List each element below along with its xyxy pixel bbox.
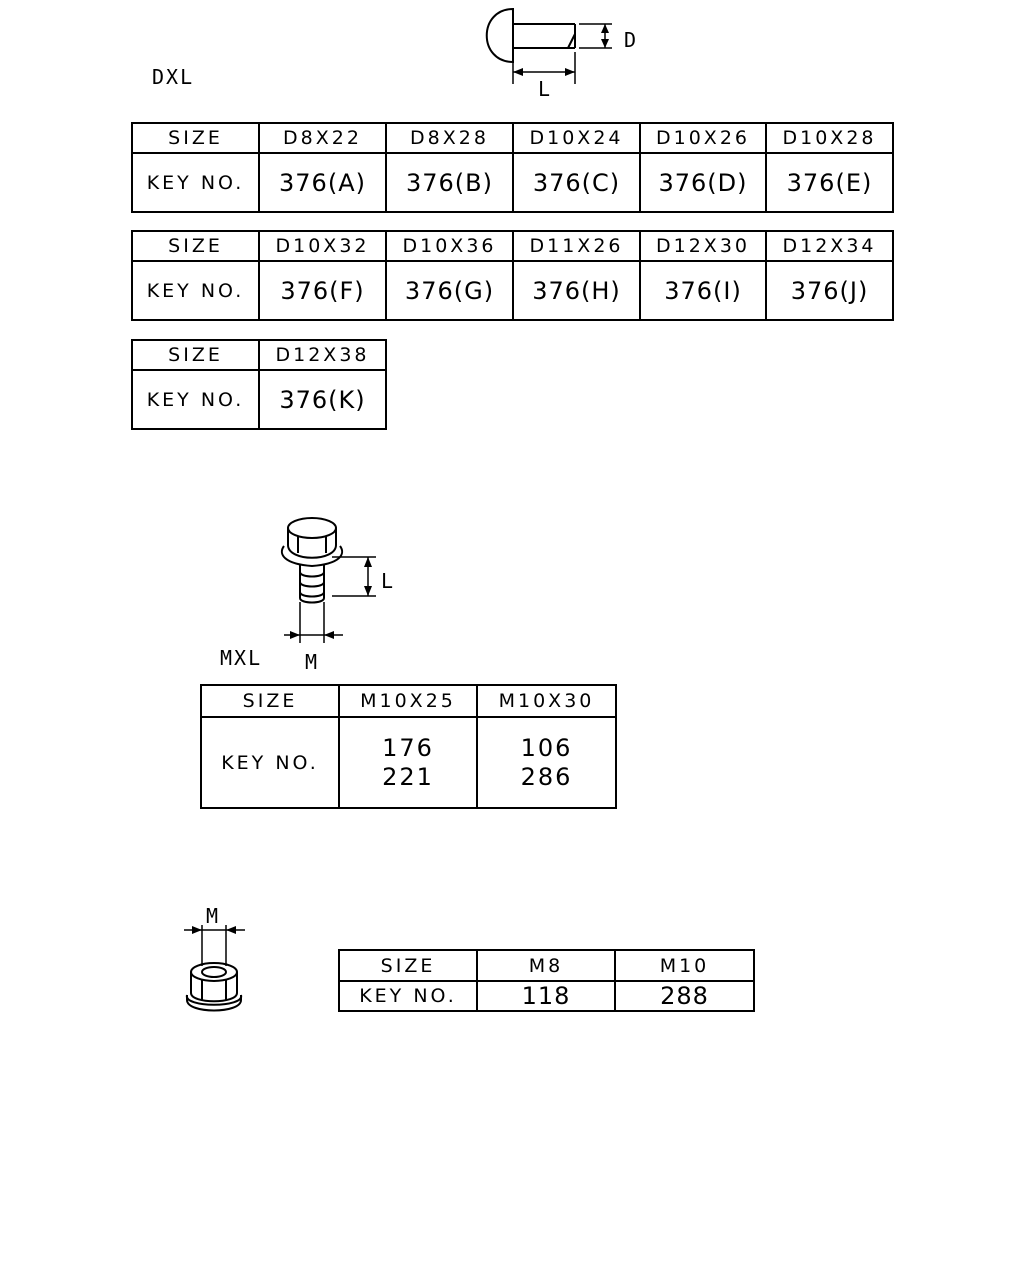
rivet-caption: DXL	[152, 65, 195, 89]
key-no-cell: 376(H)	[512, 260, 641, 321]
size-cell: D10X36	[385, 230, 514, 262]
key-no-cell: 376(J)	[765, 260, 894, 321]
size-header: SIZE	[131, 122, 260, 154]
size-cell: D10X28	[765, 122, 894, 154]
key-no-value: 106	[520, 733, 573, 762]
nut-dim-m-label: M	[206, 904, 221, 928]
bolt-dim-l-label: L	[381, 569, 396, 593]
size-cell: M10	[614, 949, 755, 982]
size-cell: M8	[476, 949, 616, 982]
size-cell: D10X32	[258, 230, 387, 262]
size-cell: D8X28	[385, 122, 514, 154]
key-no-cell: 118	[476, 980, 616, 1012]
size-cell: M10X25	[338, 684, 478, 718]
size-cell: D8X22	[258, 122, 387, 154]
nut-size-table: SIZE M8 M10 KEY NO. 118 288	[338, 949, 755, 1012]
bolt-size-table: SIZE M10X25 M10X30 KEY NO. 176 221 106 2…	[200, 684, 617, 809]
rivet-icon	[485, 7, 612, 84]
size-cell: D12X30	[639, 230, 767, 262]
size-cell: D10X24	[512, 122, 641, 154]
size-cell: M10X30	[476, 684, 617, 718]
key-no-header: KEY NO.	[131, 152, 260, 213]
key-no-cell: 176 221	[338, 716, 478, 809]
key-no-cell: 376(F)	[258, 260, 387, 321]
flange-nut-icon	[184, 925, 245, 1012]
key-no-header: KEY NO.	[131, 369, 260, 430]
size-cell: D10X26	[639, 122, 767, 154]
key-no-cell: 376(C)	[512, 152, 641, 213]
rivet-dim-l-label: L	[538, 77, 553, 101]
rivet-dim-d-label: D	[624, 28, 639, 52]
size-cell: D12X34	[765, 230, 894, 262]
key-no-value: 176	[382, 733, 434, 762]
key-no-cell: 376(D)	[639, 152, 767, 213]
key-no-cell: 376(K)	[258, 369, 387, 430]
flange-bolt-icon	[280, 517, 376, 643]
key-no-cell: 376(I)	[639, 260, 767, 321]
key-no-header: KEY NO.	[131, 260, 260, 321]
key-no-cell: 376(B)	[385, 152, 514, 213]
key-no-cell: 376(E)	[765, 152, 894, 213]
key-no-cell: 106 286	[476, 716, 617, 809]
size-cell: D11X26	[512, 230, 641, 262]
bolt-dim-m-label: M	[305, 650, 320, 674]
rivet-size-table-3: SIZE D12X38 KEY NO. 376(K)	[131, 339, 387, 430]
size-header: SIZE	[200, 684, 340, 718]
key-no-value: 221	[382, 762, 434, 791]
key-no-header: KEY NO.	[200, 716, 340, 809]
size-header: SIZE	[338, 949, 478, 982]
size-header: SIZE	[131, 230, 260, 262]
size-cell: D12X38	[258, 339, 387, 371]
key-no-cell: 376(G)	[385, 260, 514, 321]
bolt-caption: MXL	[220, 646, 263, 670]
key-no-header: KEY NO.	[338, 980, 478, 1012]
key-no-cell: 376(A)	[258, 152, 387, 213]
rivet-size-table-1: SIZE D8X22 D8X28 D10X24 D10X26 D10X28 KE…	[131, 122, 894, 213]
key-no-cell: 288	[614, 980, 755, 1012]
key-no-value: 286	[520, 762, 573, 791]
rivet-size-table-2: SIZE D10X32 D10X36 D11X26 D12X30 D12X34 …	[131, 230, 894, 321]
size-header: SIZE	[131, 339, 260, 371]
